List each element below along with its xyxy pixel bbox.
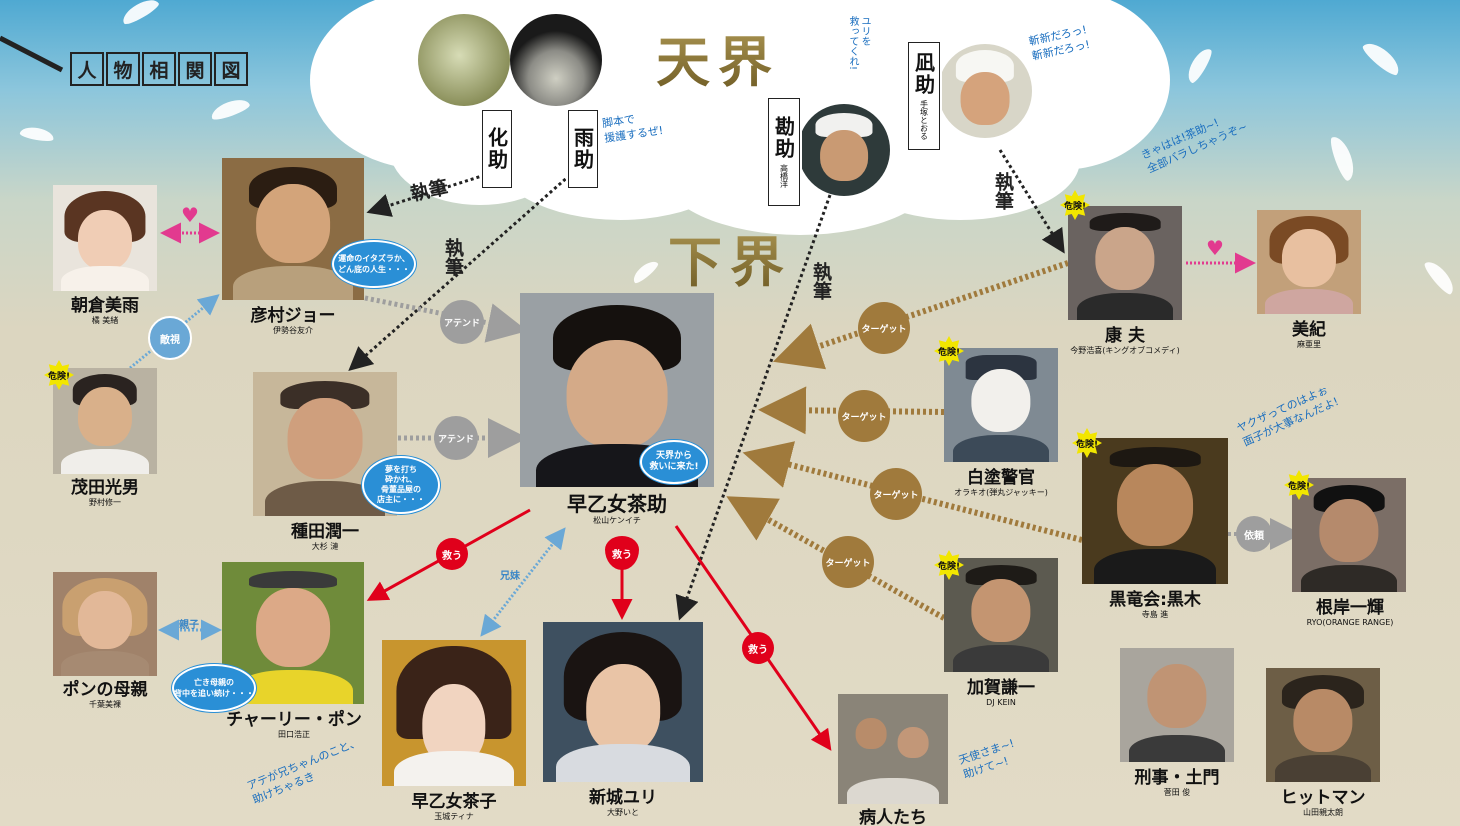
pon-mother-photo: [53, 572, 157, 676]
brush-decoration: [0, 35, 64, 73]
target-tag: ターゲット: [838, 390, 890, 442]
heart-icon: ♥: [181, 203, 199, 227]
sibling-arrow: [480, 527, 566, 637]
sachisuke-label: 早乙女茶助松山ケンイチ: [567, 492, 667, 525]
miki-label: 美紀麻亜里: [1292, 320, 1326, 349]
patients-label: 病人たち: [859, 808, 927, 826]
kesuke-namebox: 化助: [480, 108, 514, 190]
shirone-photo: [944, 348, 1058, 462]
amesuke-namebox: 雨助: [566, 108, 600, 190]
target-tag: ターゲット: [870, 468, 922, 520]
target-tag: ターゲット: [858, 302, 910, 354]
save-tag: 救う: [605, 536, 639, 570]
hikomura-bubble: 運命のイタズラか、 どん底の人生・・・: [332, 240, 416, 288]
negishi-photo: [1292, 478, 1406, 592]
save-tag: 救う: [742, 632, 774, 664]
attend-tag: アテンド: [434, 416, 478, 460]
request-tag: 依頼: [1236, 516, 1272, 552]
yuri-label: 新城ユリ大野いと: [589, 788, 657, 817]
yuri-photo: [543, 622, 703, 782]
taneda-label: 種田潤一大杉 漣: [291, 522, 359, 551]
hitman-label: ヒットマン山田親太朗: [1280, 788, 1366, 817]
charlie-bubble: 亡き母親の 背中を追い続け・・・: [172, 664, 256, 712]
heaven-heading: 天界: [656, 18, 780, 97]
title-char: 関: [178, 52, 212, 86]
earth-heading: 下界: [668, 218, 792, 297]
write-arrow: [675, 194, 832, 621]
miki-photo: [1257, 210, 1361, 314]
title-char: 物: [106, 52, 140, 86]
yasuo-photo: [1068, 206, 1182, 320]
target-tag: ターゲット: [822, 536, 874, 588]
shirone-label: 白塗警官オラキオ(弾丸ジャッキー): [954, 468, 1048, 497]
heaven-scene-photo: [418, 14, 510, 106]
title-char: 相: [142, 52, 176, 86]
detective-photo: [1120, 648, 1234, 762]
detective-label: 刑事・土門菅田 俊: [1134, 768, 1220, 797]
danger-badge: 危険!: [1284, 470, 1314, 500]
chako-label: 早乙女茶子玉城ティナ: [411, 792, 497, 821]
kansuke-quote: ユリを 救ってくれ!: [847, 16, 870, 71]
hitman-photo: [1266, 668, 1380, 782]
shigeta-photo: [53, 368, 157, 474]
hikomura-label: 彦村ジョー伊勢谷友介: [250, 306, 336, 335]
heart-icon: ♥: [1206, 236, 1224, 260]
write-arrow: [366, 173, 486, 217]
chart-title: 人 物 相 関 図: [70, 52, 248, 86]
pon-mother-label: ポンの母親千葉美裸: [62, 680, 148, 709]
title-char: 人: [70, 52, 104, 86]
target-arrow: [772, 260, 1069, 370]
kansuke-photo: [798, 104, 890, 196]
charlie-label: チャーリー・ポン田口浩正: [226, 710, 362, 739]
fusuke-namebox: 凪助手塚とおる: [906, 40, 942, 152]
taneda-bubble: 夢を打ち 砕かれ、 骨董品屋の 店主に・・・: [362, 456, 440, 514]
write-label: 執筆: [810, 262, 832, 300]
rivalry-tag: 敵視: [148, 316, 192, 360]
heaven-scene-photo: [510, 14, 602, 106]
attend-tag: アテンド: [440, 300, 484, 344]
kuroki-label: 黒竜会:黒木寺島 進: [1109, 590, 1201, 619]
kansuke-namebox: 勘助高橋洋: [766, 96, 802, 208]
chako-photo: [382, 640, 526, 786]
title-char: 図: [214, 52, 248, 86]
sachisuke-bubble: 天界から 救いに来た!: [640, 440, 708, 484]
parent-tag: 親子: [179, 619, 199, 631]
target-arrow: [742, 441, 1083, 543]
asakura-photo: [53, 185, 157, 291]
kaga-photo: [944, 558, 1058, 672]
attend-arrow: [364, 295, 528, 343]
kuroki-photo: [1082, 438, 1228, 584]
fusuke-photo: [938, 44, 1032, 138]
write-arrow: [998, 149, 1065, 254]
write-label: 執筆: [442, 238, 464, 276]
patients-photo: [838, 694, 948, 804]
sibling-tag: 兄妹: [500, 570, 520, 582]
shigeta-label: 茂田光男野村修一: [71, 478, 139, 507]
write-label: 執筆: [992, 172, 1014, 210]
yasuo-label: 康 夫今野浩喜(キングオブコメディ): [1070, 326, 1180, 355]
save-tag: 救う: [436, 538, 468, 570]
asakura-label: 朝倉美雨橘 美緒: [71, 296, 139, 325]
